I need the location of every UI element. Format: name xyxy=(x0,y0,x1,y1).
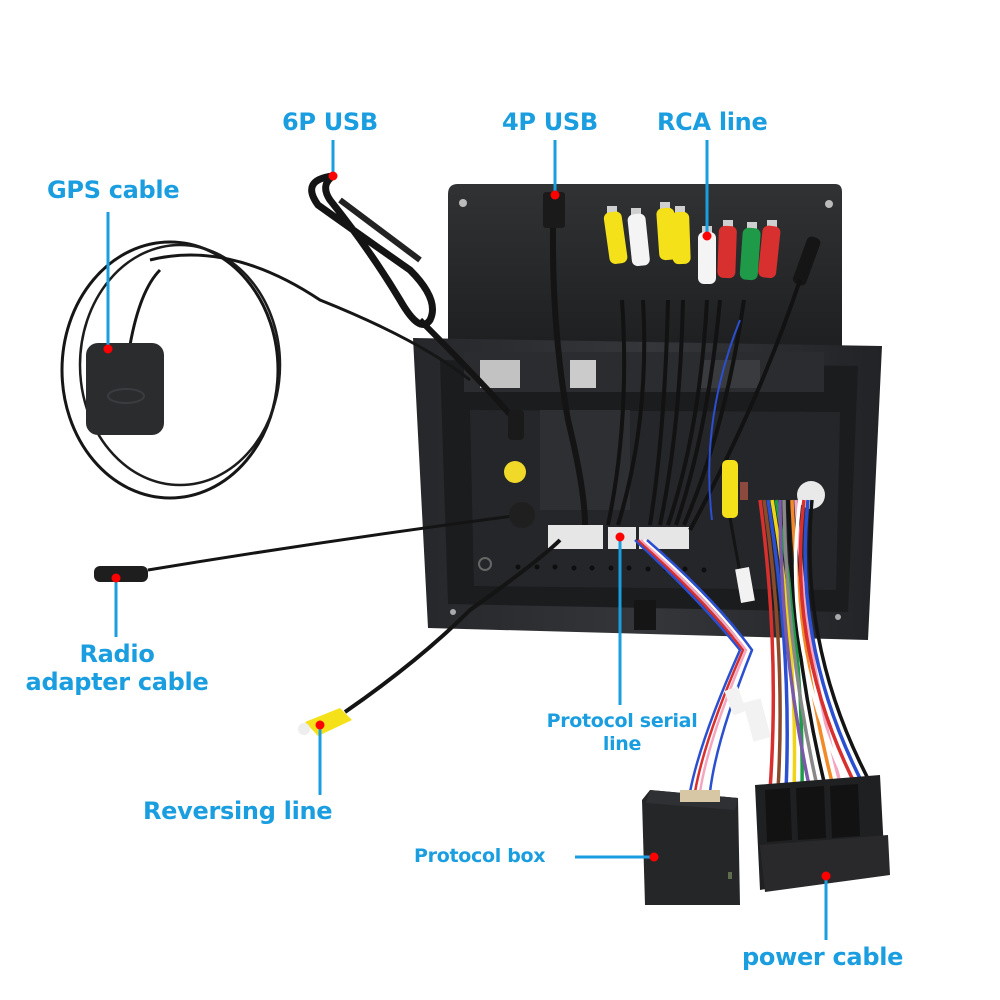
harness-wire xyxy=(808,499,876,791)
power-cable-connector xyxy=(755,775,890,892)
label-protocol-serial-line: Protocol serial line xyxy=(522,710,722,756)
label-power-cable: power cable xyxy=(742,943,904,971)
rca-plug xyxy=(627,208,650,267)
rca-plug xyxy=(603,206,628,264)
rca-plug xyxy=(758,220,781,279)
reversing-line-cable xyxy=(298,538,562,736)
wire-harness xyxy=(634,499,876,793)
label-line: adapter cable xyxy=(25,668,209,696)
rca-connector-group xyxy=(603,202,821,286)
callout-markers xyxy=(103,171,831,881)
screw-icon xyxy=(459,199,467,207)
vent-holes xyxy=(515,564,707,573)
rca-plug xyxy=(671,206,691,265)
gps-antenna xyxy=(60,240,471,500)
harness-wire xyxy=(793,499,852,791)
6p-usb-cable xyxy=(308,172,524,440)
serial-wire xyxy=(646,539,754,793)
4p-usb-cable xyxy=(543,192,588,526)
marker-dot xyxy=(649,852,659,862)
serial-wire xyxy=(634,539,742,793)
harness-wire xyxy=(786,499,828,791)
marker-dot xyxy=(111,573,121,583)
callout-leaders xyxy=(106,140,828,940)
yellow-sticker xyxy=(504,461,526,483)
marker-dot xyxy=(550,190,560,200)
rca-cable-bundle xyxy=(606,279,802,531)
marker-dot xyxy=(328,171,338,181)
label-line: Radio xyxy=(79,640,155,668)
marker-dot xyxy=(315,720,325,730)
serial-wire xyxy=(640,539,748,793)
harness-wire xyxy=(770,499,797,791)
rca-plug xyxy=(739,222,761,281)
harness-wire xyxy=(803,499,868,791)
marker-dot xyxy=(103,344,113,354)
harness-wire xyxy=(758,499,776,791)
harness-wire xyxy=(762,499,782,791)
label-reversing-line: Reversing line xyxy=(143,797,333,825)
audio-jack xyxy=(792,236,821,286)
protocol-box-device xyxy=(642,790,740,905)
harness-wire xyxy=(778,499,812,791)
label-gps-cable: GPS cable xyxy=(47,176,180,204)
harness-wire xyxy=(790,499,836,791)
rca-plug xyxy=(717,220,737,279)
harness-wire xyxy=(798,499,860,791)
label-protocol-box: Protocol box xyxy=(414,845,546,867)
label-radio-adapter-cable: Radio adapter cable xyxy=(12,640,222,696)
marker-dot xyxy=(615,532,625,542)
serial-wire xyxy=(637,539,745,793)
harness-wire xyxy=(766,499,789,791)
label-line: Protocol serial xyxy=(546,710,698,732)
radio-adapter-cable xyxy=(94,502,535,582)
label-line: line xyxy=(602,733,642,755)
marker-dot xyxy=(821,871,831,881)
serial-wire xyxy=(643,539,751,793)
harness-tags xyxy=(724,567,771,742)
harness-wire xyxy=(782,499,820,791)
screw-icon xyxy=(825,200,833,208)
label-rca-line: RCA line xyxy=(657,108,768,136)
label-4p-usb: 4P USB xyxy=(502,108,598,136)
marker-dot xyxy=(702,231,712,241)
label-6p-usb: 6P USB xyxy=(282,108,378,136)
